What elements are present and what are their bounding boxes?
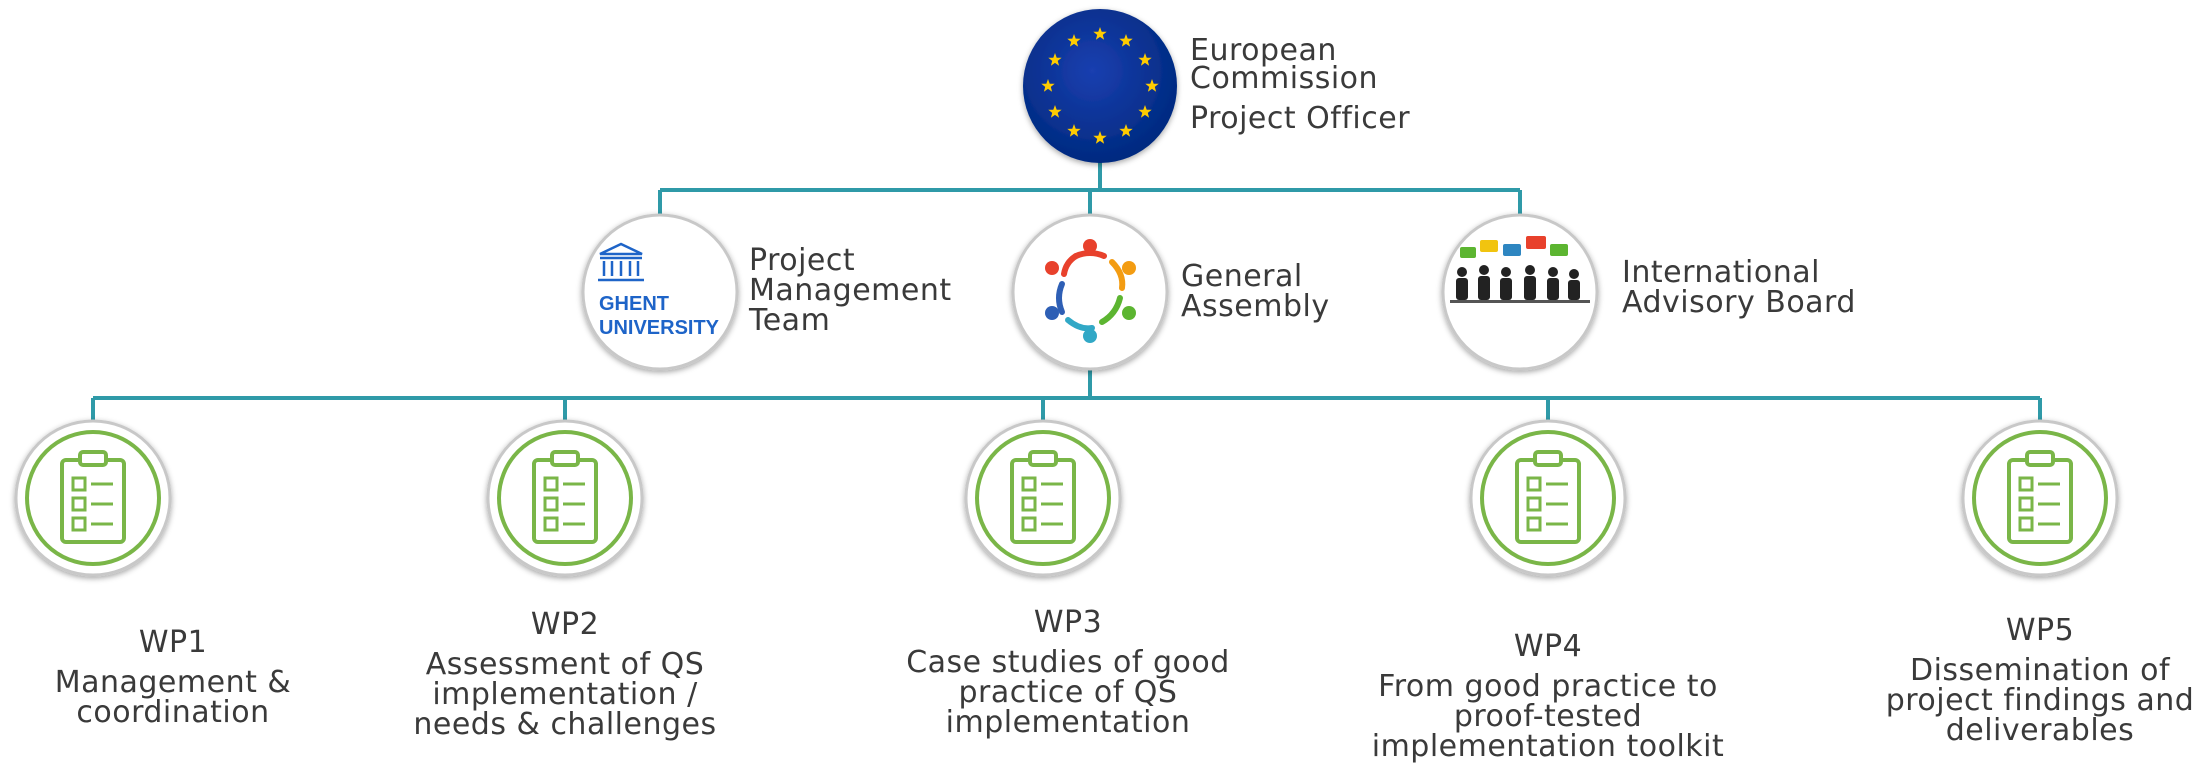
pmt-line-2: Management [749, 273, 952, 308]
wp3-line-3: implementation [945, 705, 1191, 740]
wp4-code: WP4 [1513, 629, 1583, 664]
wp3-clipboard-icon [964, 419, 1122, 577]
wp4-line-1: From good practice to [1378, 669, 1718, 704]
general-assembly-label: General Assembly [1181, 262, 1330, 322]
wp2-clipboard-icon [486, 419, 644, 577]
pmt-line-3: Team [749, 303, 831, 338]
eu-star [1093, 131, 1107, 144]
wp1-code: WP1 [138, 625, 208, 660]
wp2-line-2: implementation / [432, 677, 698, 712]
eu-star [1067, 34, 1081, 47]
people-circle-icon [1011, 213, 1169, 371]
ghent-logo-line-2: UNIVERSITY [599, 317, 720, 339]
top-subtitle: Project Officer [1190, 101, 1411, 136]
eu-star [1119, 124, 1133, 137]
advisory-board-photo [1441, 213, 1599, 371]
eu-star [1067, 124, 1081, 137]
eu-star [1041, 79, 1055, 92]
ghent-university-logo: GHENT UNIVERSITY [581, 213, 739, 371]
wp1-clipboard-icon [14, 419, 172, 577]
speech-bubbles [1460, 236, 1568, 258]
project-management-team-label: Project Management Team [749, 246, 952, 336]
eu-star [1138, 105, 1152, 118]
seated-people [1450, 265, 1590, 303]
wp5-clipboard-icon [1961, 419, 2119, 577]
eu-flag-icon [1023, 9, 1177, 163]
wp3-label: WP3 Case studies of good practice of QS … [893, 608, 1243, 738]
wp5-code: WP5 [2005, 613, 2075, 648]
building-icon [598, 242, 644, 282]
top-title-line-2: Commission [1190, 61, 1379, 96]
connector-lines [91, 160, 2042, 420]
wp2-code: WP2 [530, 607, 600, 642]
wp3-code: WP3 [1033, 605, 1103, 640]
eu-star [1119, 34, 1133, 47]
wp4-clipboard-icon [1469, 419, 1627, 577]
wp5-line-1: Dissemination of [1909, 653, 2171, 688]
wp4-label: WP4 From good practice to proof-tested i… [1368, 632, 1728, 762]
wp4-line-2: proof-tested [1453, 699, 1643, 734]
ga-line-1: General [1181, 259, 1303, 294]
wp1-line-2: coordination [76, 695, 270, 730]
work-package-icons [14, 419, 2119, 577]
ghent-logo-line-1: GHENT [599, 293, 669, 315]
iab-line-1: International [1622, 255, 1820, 290]
wp5-line-3: deliverables [1945, 713, 2135, 748]
wp5-label: WP5 Dissemination of project findings an… [1880, 616, 2200, 746]
eu-star [1048, 53, 1062, 66]
eu-star [1145, 79, 1159, 92]
wp3-line-2: practice of QS [958, 675, 1178, 710]
top-title: European Commission [1190, 36, 1378, 94]
eu-star [1048, 105, 1062, 118]
wp2-label: WP2 Assessment of QS implementation / ne… [405, 610, 725, 740]
wp1-label: WP1 Management & coordination [13, 628, 333, 728]
ga-line-2: Assembly [1181, 289, 1330, 324]
wp2-line-3: needs & challenges [413, 707, 717, 742]
wp2-line-1: Assessment of QS [425, 647, 705, 682]
wp1-line-1: Management & [54, 665, 292, 700]
iab-line-2: Advisory Board [1622, 285, 1856, 320]
wp4-line-3: implementation toolkit [1371, 729, 1725, 764]
eu-star [1138, 53, 1152, 66]
wp3-line-1: Case studies of good [906, 645, 1230, 680]
advisory-board-label: International Advisory Board [1622, 258, 1856, 318]
pmt-line-1: Project [749, 243, 856, 278]
wp5-line-2: project findings and [1885, 683, 2195, 718]
eu-star [1093, 27, 1107, 40]
top-title-line-1: European [1190, 33, 1337, 68]
